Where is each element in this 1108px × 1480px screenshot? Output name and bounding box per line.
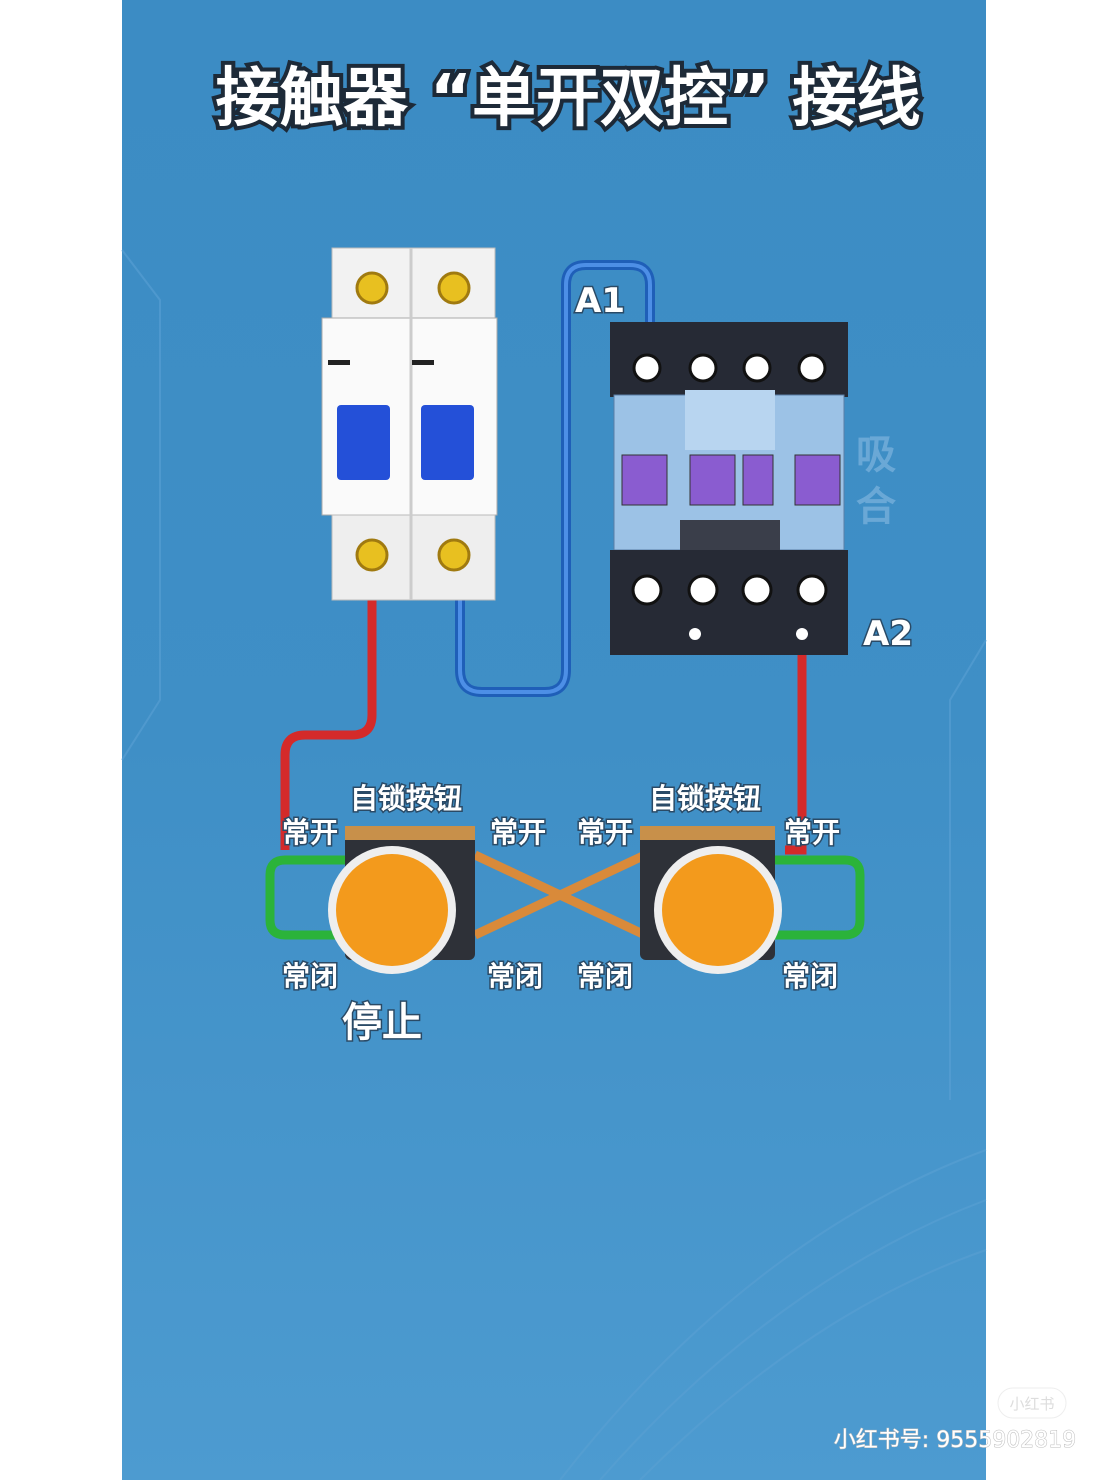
nc-loop-right — [775, 855, 865, 940]
start-button — [640, 826, 782, 974]
screw-icon — [437, 538, 471, 572]
right-button-name: 自锁按钮 — [649, 782, 761, 815]
left-nc-left: 常闭 — [282, 960, 338, 993]
screw-icon — [355, 538, 389, 572]
neutral-wire-highlight — [458, 263, 652, 694]
left-no-right: 常开 — [490, 816, 546, 849]
left-nc-right: 常闭 — [487, 960, 543, 993]
breaker-toggle-1 — [337, 405, 390, 480]
a2-label: A2 — [863, 614, 913, 654]
live-wire-left — [280, 600, 377, 850]
screw-icon — [355, 271, 389, 305]
circuit-breaker — [321, 247, 498, 601]
watermark-logo: 小红书 — [1009, 1395, 1054, 1413]
screw-icon — [437, 271, 471, 305]
page-title: 接触器 “单开双控” 接线 — [216, 62, 921, 136]
right-no-left: 常开 — [577, 816, 633, 849]
watermark-account: 小红书号: 9555902819 — [834, 1428, 1076, 1453]
right-nc-right: 常闭 — [782, 960, 838, 993]
left-no-left: 常开 — [282, 816, 338, 849]
live-wire-right — [785, 640, 807, 855]
right-no-right: 常开 — [784, 816, 840, 849]
watermark-logo-badge — [997, 1387, 1067, 1419]
state-label-2: 合 — [856, 484, 896, 530]
diagram-background — [122, 0, 986, 1480]
breaker-toggle-2 — [421, 405, 474, 480]
right-nc-left: 常闭 — [577, 960, 633, 993]
stop-label: 停止 — [342, 1000, 422, 1046]
state-label-1: 吸 — [856, 432, 896, 478]
nc-loop-left — [265, 855, 345, 940]
a1-label: A1 — [575, 281, 625, 321]
cross-wires — [473, 850, 647, 940]
background-decoration — [121, 249, 987, 1480]
stop-button — [328, 826, 475, 974]
contactor — [610, 322, 848, 655]
left-button-name: 自锁按钮 — [350, 782, 462, 815]
